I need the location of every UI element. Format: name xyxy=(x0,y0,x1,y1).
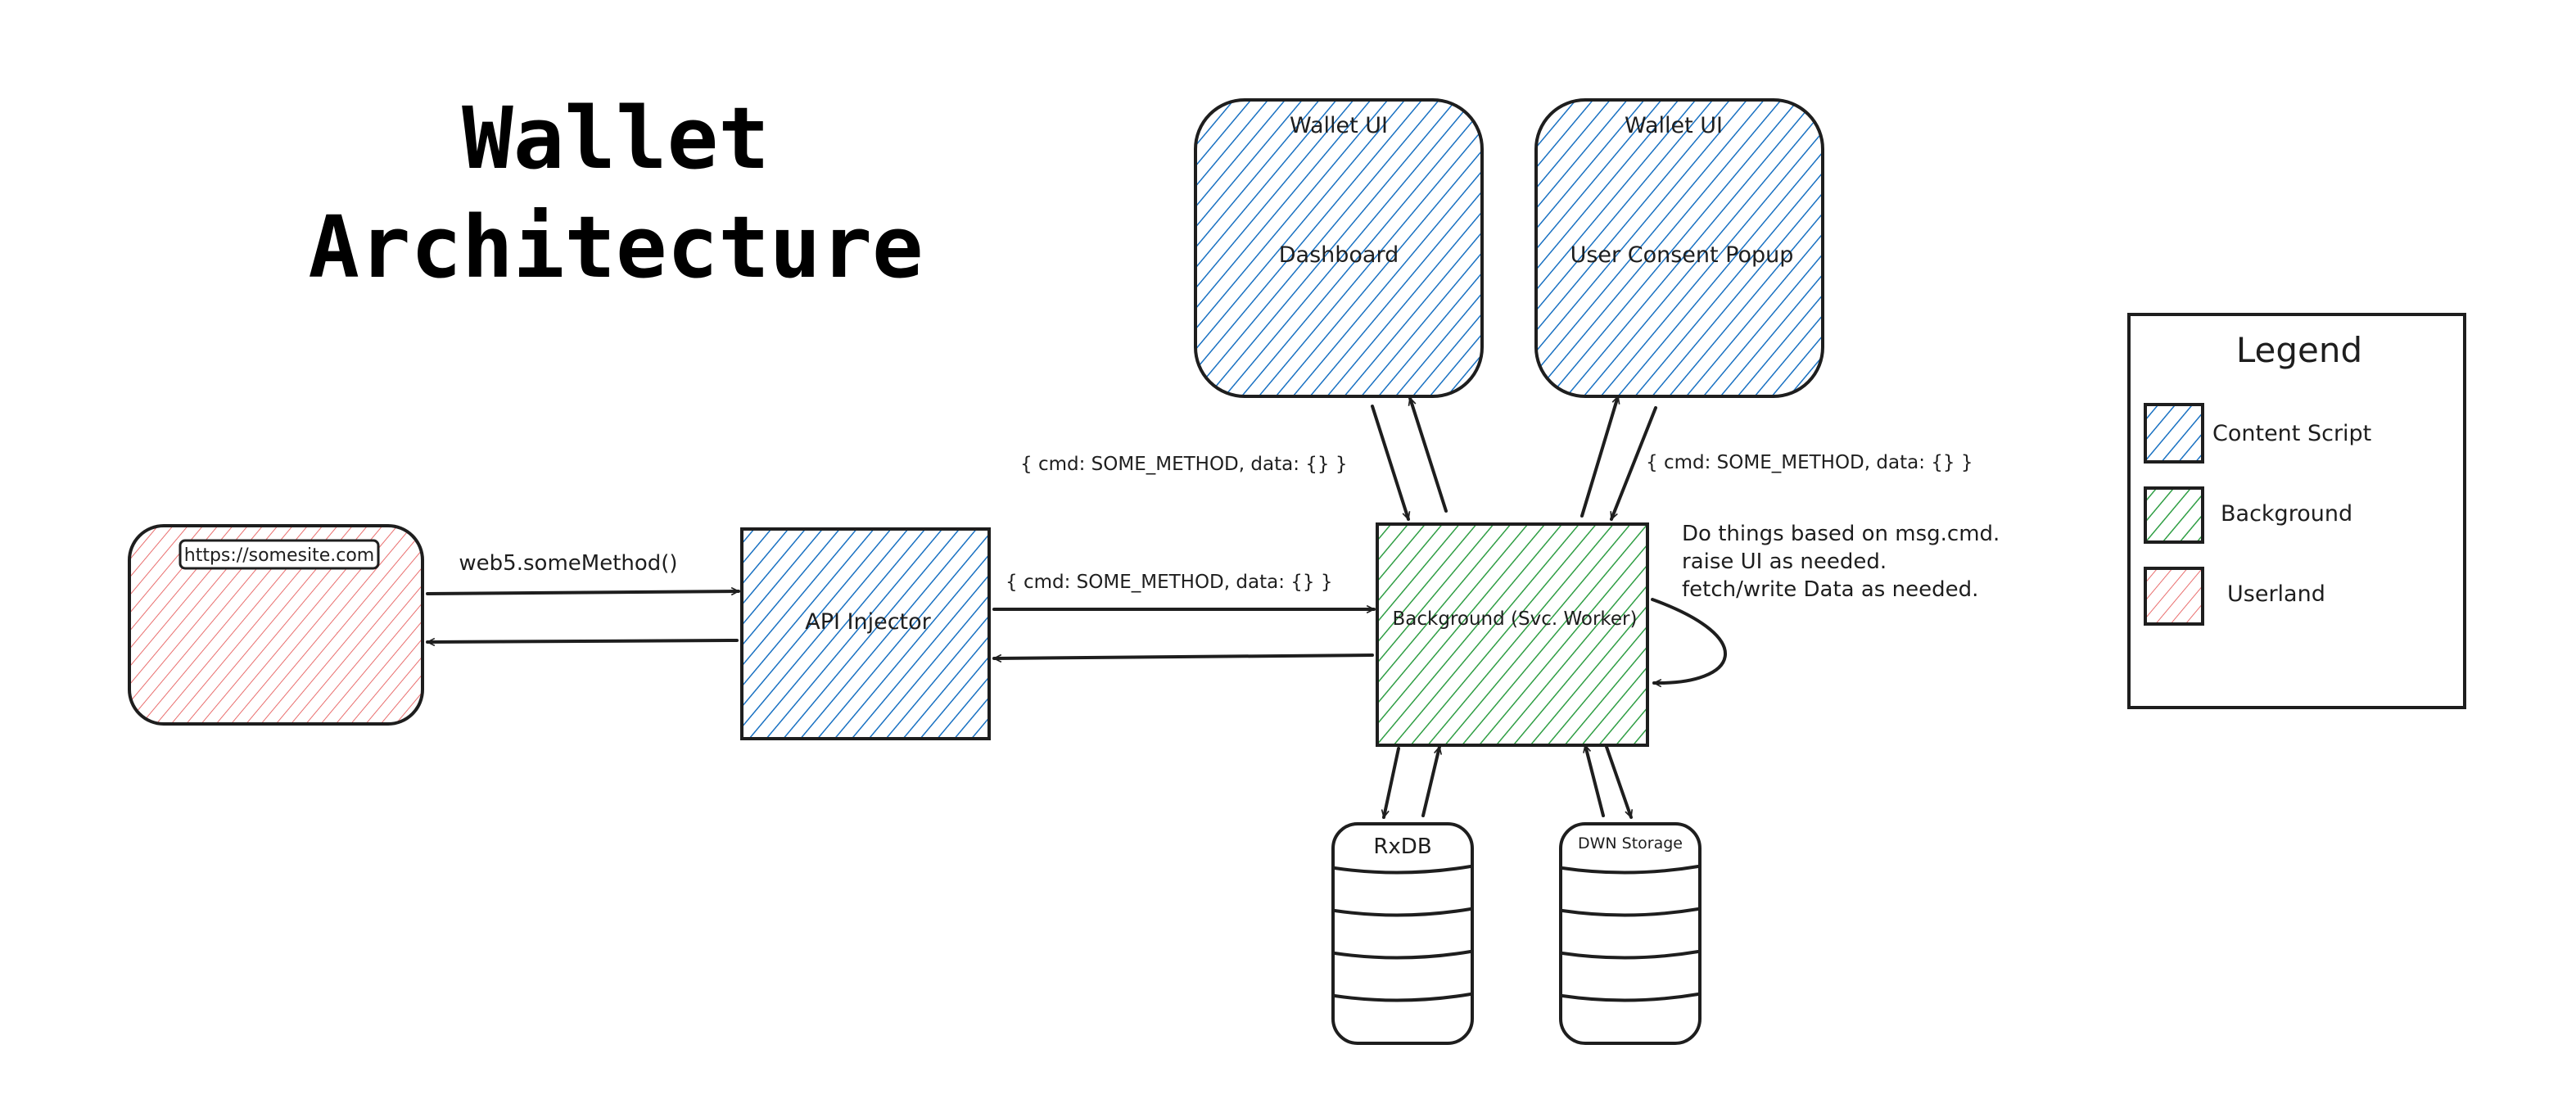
edge-label-consent-to-background: { cmd: SOME_METHOD, data: {} } xyxy=(1646,452,1973,473)
dwn-storage-label: DWN Storage xyxy=(1578,834,1683,852)
legend-swatch-userland xyxy=(2144,567,2204,626)
arrow-background-self-loop xyxy=(1651,598,1727,683)
arrow-background-to-dwn xyxy=(1605,745,1631,819)
note-line-1: Do things based on msg.cmd. xyxy=(1682,522,2000,546)
consent-popup-node: Wallet UI User Consent Popup xyxy=(1534,98,1824,398)
legend-label-background: Background xyxy=(2221,501,2352,527)
legend-label-content-script: Content Script xyxy=(2212,421,2371,446)
dashboard-node: Wallet UI Dashboard xyxy=(1194,98,1484,398)
dwn-storage-node: DWN Storage xyxy=(1559,822,1702,1045)
dashboard-header: Wallet UI xyxy=(1290,113,1388,138)
arrow-consent-to-background xyxy=(1610,406,1657,521)
edge-label-dashboard-to-background: { cmd: SOME_METHOD, data: {} } xyxy=(1020,454,1347,475)
arrow-rxdb-to-background xyxy=(1421,745,1439,817)
url-badge xyxy=(179,539,380,570)
legend-title: Legend xyxy=(2236,330,2362,370)
website-node: https://somesite.com xyxy=(128,524,424,726)
api-injector-node: API Injector xyxy=(740,527,991,740)
legend-swatch-content-script xyxy=(2144,403,2204,464)
legend-label-userland: Userland xyxy=(2227,581,2325,607)
arrow-background-to-dashboard xyxy=(1410,396,1448,513)
arrow-site-to-injector xyxy=(426,591,740,594)
edge-label-injector-to-background: { cmd: SOME_METHOD, data: {} } xyxy=(1006,572,1332,593)
background-label: Background (Svc. Worker) xyxy=(1393,608,1638,630)
legend: Legend Content Script Background Userlan… xyxy=(2127,313,2466,709)
note-line-3: fetch/write Data as needed. xyxy=(1682,577,1978,602)
legend-swatch-background xyxy=(2144,486,2204,544)
rxdb-node: RxDB xyxy=(1331,822,1474,1045)
background-node: Background (Svc. Worker) xyxy=(1376,522,1649,747)
arrow-dwn-to-background xyxy=(1585,744,1605,817)
arrow-injector-to-site xyxy=(426,640,739,642)
title-line-1: Wallet xyxy=(462,88,770,188)
consent-popup-label: User Consent Popup xyxy=(1570,242,1794,268)
api-injector-label: API Injector xyxy=(805,609,931,635)
rxdb-label: RxDB xyxy=(1373,834,1431,859)
note-line-2: raise UI as needed. xyxy=(1682,549,1887,574)
edge-label-site-to-injector: web5.someMethod() xyxy=(459,551,677,576)
arrow-dashboard-to-background xyxy=(1371,405,1408,521)
title-line-2: Architecture xyxy=(308,197,923,297)
dashboard-label: Dashboard xyxy=(1279,242,1399,268)
consent-popup-header: Wallet UI xyxy=(1625,113,1723,138)
arrow-background-to-rxdb xyxy=(1384,747,1400,819)
website-url: https://somesite.com xyxy=(184,545,374,566)
arrow-background-to-consent xyxy=(1580,395,1618,518)
arrow-background-to-injector xyxy=(992,653,1374,658)
